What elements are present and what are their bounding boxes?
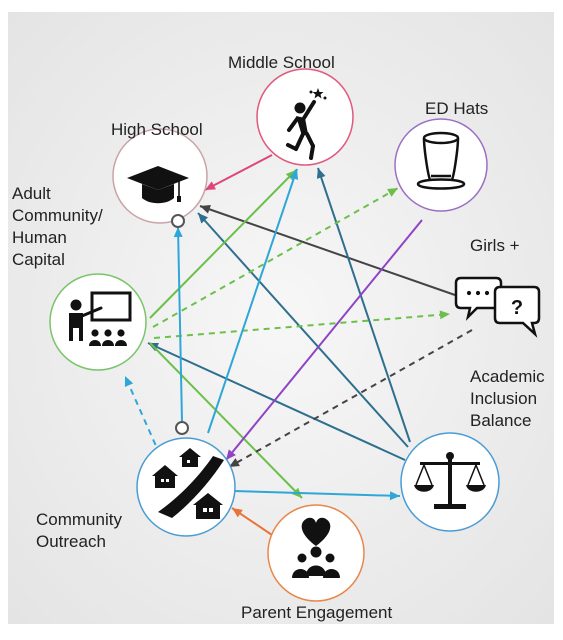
teacher-icon [69,291,132,346]
edge-community-to-academic [233,490,401,497]
graduation-cap-icon [127,166,189,204]
adult-community-label: Adult Community/ Human Capital [12,183,132,271]
middle-school-label: Middle School [228,53,335,72]
community-connector-dot [175,421,189,435]
edge-academic-to-high [197,212,409,448]
edges-layer [124,154,473,536]
edge-girls-to-high [199,205,456,296]
community-label-line-1: Community [36,510,122,529]
arrowhead-adult-to-middle [285,170,296,181]
edge-adult-to-middle [149,169,297,319]
community-outreach-label: Community Outreach [36,509,146,553]
adult-label-line-4: Capital [12,250,65,269]
arrowhead-ed-to-community [226,449,236,460]
edge-middle-to-high [204,154,273,191]
edge-academic-to-adult [147,342,406,461]
high-school-label: High School [111,120,203,139]
edge-adult-to-girls [153,313,451,339]
arrowhead-community-to-adult [124,376,134,387]
academic-label-line-1: Academic [470,367,545,386]
arrowhead-academic-to-middle [316,168,326,179]
icons-layer: ? [69,88,541,578]
adult-label-line-1: Adult [12,184,51,203]
houses-road-icon [152,448,224,519]
arrowhead-community-to-middle [289,169,299,180]
high-school-connector-dot [171,214,185,228]
climber-icon [286,88,327,160]
edge-adult-to-parent [149,342,303,499]
edge-girls-to-community [228,329,473,468]
heart-family-icon [292,517,340,578]
arrowhead-community-to-academic [389,491,400,501]
top-hat-icon [416,131,466,190]
arrowhead-community-to-high [173,227,183,238]
ed-hats-label: ED Hats [425,99,489,118]
scales-icon [414,452,486,509]
edge-community-to-adult [124,375,161,456]
girls-label: Girls + [470,236,520,255]
speech-bubbles-icon: ? [454,276,541,338]
arrowhead-adult-to-girls [439,310,450,320]
parent-engagement-label: Parent Engagement [241,603,393,622]
academic-label-line-3: Balance [470,411,532,430]
arrowhead-middle-to-high [205,181,216,190]
adult-label-line-3: Human [12,228,67,247]
arrowhead-girls-to-high [200,205,211,214]
arrowhead-adult-to-ed [387,188,398,197]
adult-label-line-2: Community/ [12,206,103,225]
arrowhead-academic-to-high [198,213,209,224]
edge-adult-to-ed [152,187,399,328]
edge-academic-to-middle [317,167,411,443]
edge-ed-to-community [225,219,423,461]
academic-inclusion-label: Academic Inclusion Balance [470,366,560,432]
edge-community-to-high [177,226,183,423]
arrowhead-parent-to-community [232,508,243,518]
community-label-line-2: Outreach [36,532,106,551]
adult-community-node [49,273,147,371]
edge-community-to-middle [207,168,298,434]
arrowhead-girls-to-community [229,458,240,467]
academic-label-line-2: Inclusion [470,389,538,408]
svg-text:?: ? [511,297,523,319]
